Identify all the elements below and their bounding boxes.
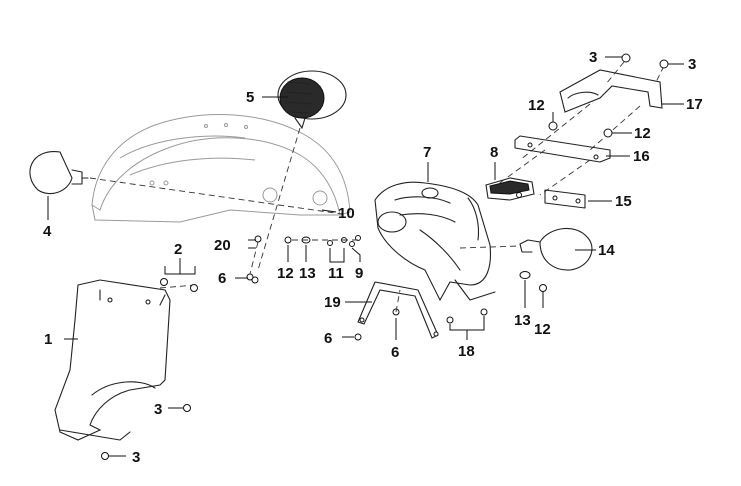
license-bracket-assembly [374, 181, 496, 302]
callout-5: 5 [246, 89, 254, 106]
lower-bracket [357, 281, 439, 339]
tail-light-assembly [257, 70, 347, 271]
callout-4: 4 [43, 223, 52, 240]
rear-fender-ghost [91, 114, 351, 223]
callout-20: 20 [214, 237, 231, 254]
callout-8: 8 [490, 144, 498, 161]
callout-13-left: 13 [299, 265, 316, 282]
callout-3-upper-right: 3 [688, 56, 696, 73]
callout-7: 7 [423, 144, 431, 161]
callout-2: 2 [174, 241, 182, 258]
upper-bracket [519, 61, 665, 161]
plate-16 [489, 135, 611, 196]
left-turn-signal [29, 151, 343, 215]
callout-6-center: 6 [324, 330, 332, 347]
callout-12-upper-right: 12 [634, 125, 651, 142]
callout-17: 17 [686, 96, 703, 113]
callout-leaders [47, 56, 684, 457]
plate-15 [544, 189, 586, 209]
callout-16: 16 [633, 148, 650, 165]
callout-1: 1 [44, 331, 52, 348]
callout-6-right: 6 [391, 344, 399, 361]
inner-fender [54, 279, 196, 441]
callout-3-upper-left: 3 [589, 49, 597, 66]
callout-labels: 1 2 3 3 3 3 4 5 6 6 6 7 8 9 10 11 12 12 … [43, 49, 703, 466]
callout-12-upper: 12 [528, 97, 545, 114]
fasteners [101, 53, 669, 460]
callout-10: 10 [338, 205, 355, 222]
callout-3-fender-bottom: 3 [132, 449, 140, 466]
callout-6-left: 6 [218, 270, 226, 287]
callout-3-fender-side: 3 [154, 401, 162, 418]
callout-19: 19 [324, 294, 341, 311]
right-turn-signal [459, 227, 593, 271]
callout-13-right: 13 [514, 312, 531, 329]
callout-14: 14 [598, 242, 615, 259]
callout-9: 9 [355, 265, 363, 282]
callout-12-lower-right: 12 [534, 321, 551, 338]
callout-12-left: 12 [277, 265, 294, 282]
callout-11: 11 [328, 265, 344, 282]
callout-18: 18 [458, 343, 475, 360]
callout-15: 15 [615, 193, 632, 210]
license-plate-light [485, 177, 535, 201]
